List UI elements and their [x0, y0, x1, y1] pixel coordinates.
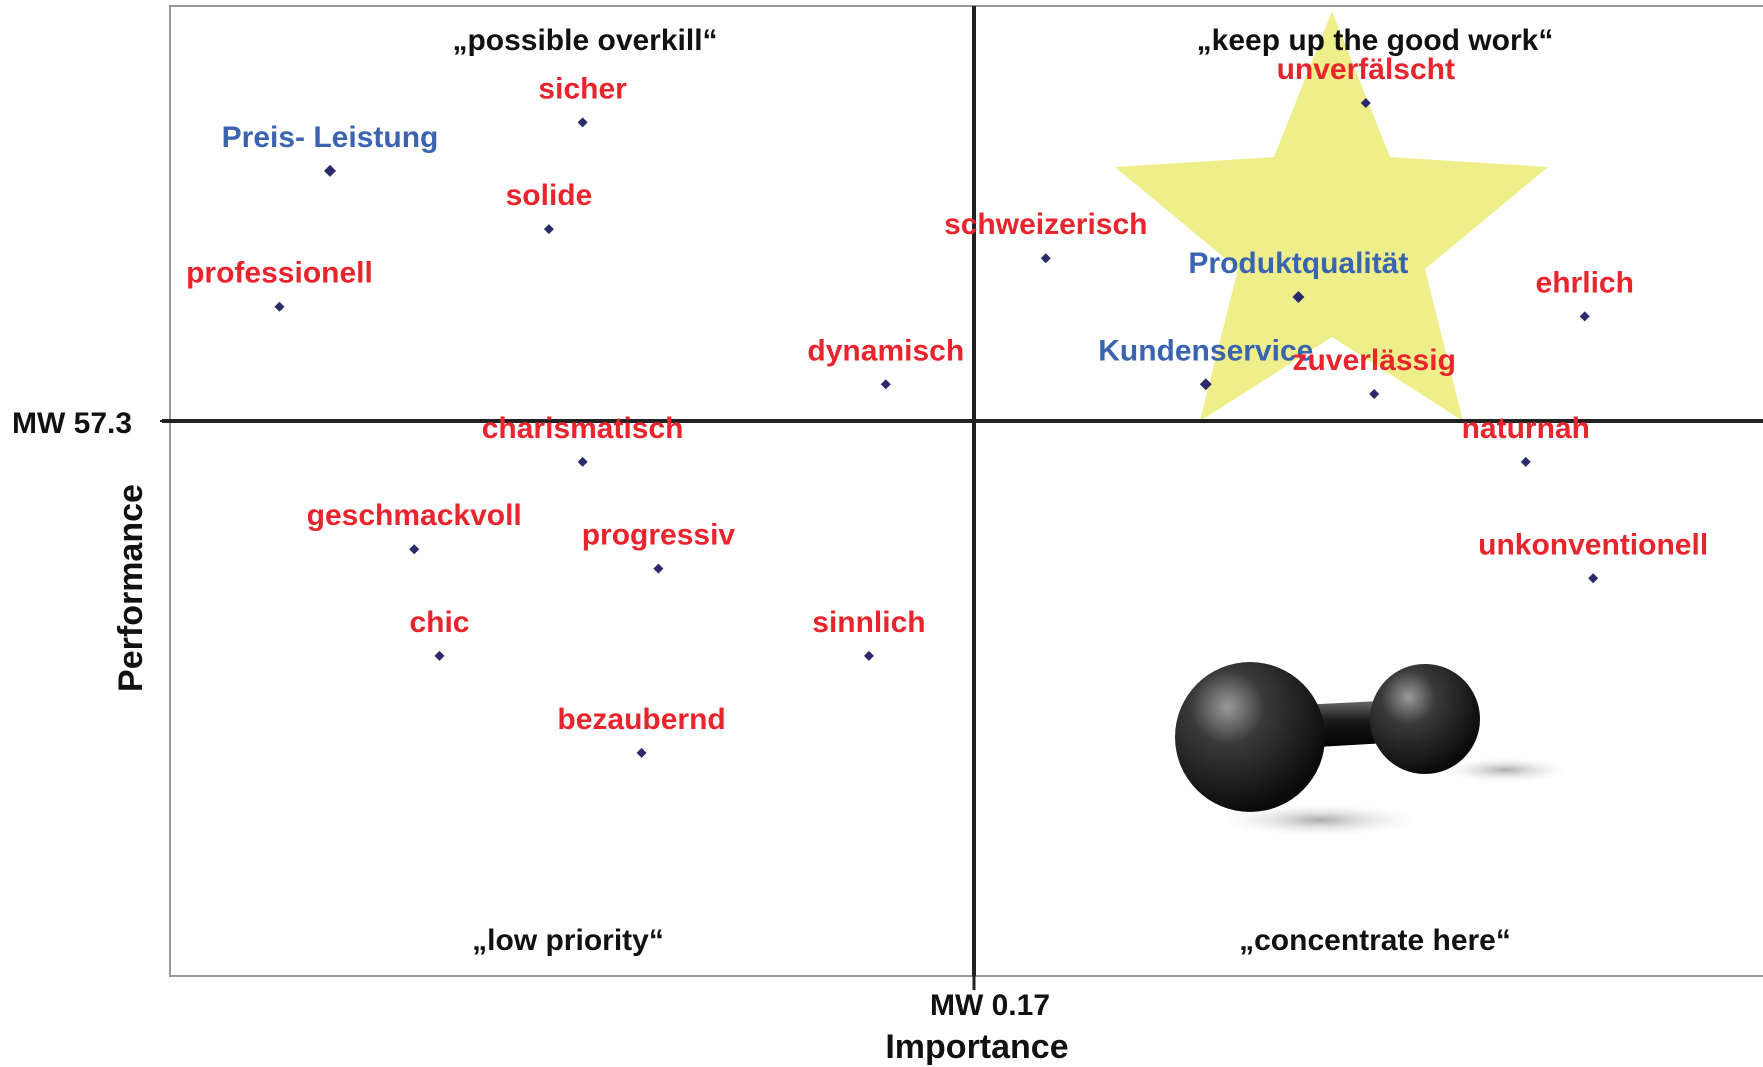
point-label-bezaubernd: bezaubernd	[557, 703, 725, 736]
dumbbell-icon	[1175, 662, 1575, 838]
x-axis-title: Importance	[885, 1028, 1068, 1066]
point-label-dynamisch: dynamisch	[807, 334, 964, 367]
point-label-preis-leistung: Preis- Leistung	[222, 121, 439, 154]
point-label-schweizerisch: schweizerisch	[944, 208, 1147, 241]
point-unverfalscht	[1360, 98, 1371, 108]
point-produktqualitat	[1292, 291, 1305, 303]
point-professionell	[274, 301, 285, 312]
point-ehrlich	[1579, 311, 1590, 322]
point-kundenservice	[1199, 378, 1212, 391]
point-label-sinnlich: sinnlich	[812, 606, 925, 639]
point-label-naturnah: naturnah	[1462, 412, 1590, 445]
point-geschmackvoll	[409, 544, 420, 555]
point-preis-leistung	[324, 164, 336, 177]
point-progressiv	[653, 563, 664, 574]
point-label-unverfalscht: unverfälscht	[1277, 53, 1455, 86]
quadrant-bottom-left-label: „low priority“	[472, 924, 664, 957]
point-label-produktqualitat: Produktqualität	[1188, 247, 1408, 280]
point-label-unkonventionell: unkonventionell	[1478, 528, 1708, 561]
point-label-chic: chic	[409, 606, 469, 639]
quadrant-bottom-right-label: „concentrate here“	[1239, 924, 1511, 957]
point-label-solide: solide	[506, 179, 593, 212]
point-naturnah	[1520, 456, 1531, 467]
point-label-geschmackvoll: geschmackvoll	[307, 499, 522, 532]
point-sicher	[577, 117, 588, 128]
point-schweizerisch	[1040, 253, 1051, 264]
star-icon	[1115, 11, 1548, 421]
point-label-charismatisch: charismatisch	[482, 412, 684, 445]
point-label-progressiv: progressiv	[582, 519, 736, 552]
point-bezaubernd	[636, 747, 647, 758]
point-solide	[543, 224, 554, 235]
point-label-professionell: professionell	[186, 257, 373, 290]
point-chic	[434, 650, 445, 661]
y-axis-title: Performance	[112, 484, 150, 692]
quadrant-top-left-label: „possible overkill“	[452, 24, 717, 57]
point-label-ehrlich: ehrlich	[1536, 266, 1634, 299]
y-reference-label: MW 57.3	[12, 407, 132, 440]
quadrant-top-right-label: „keep up the good work“	[1197, 24, 1554, 57]
point-zuverlassig	[1369, 389, 1380, 399]
point-charismatisch	[577, 456, 588, 467]
point-dynamisch	[880, 379, 891, 390]
point-label-kundenservice: Kundenservice	[1098, 334, 1313, 367]
point-sinnlich	[863, 650, 874, 661]
point-label-zuverlassig: zuverlässig	[1292, 344, 1455, 377]
point-label-sicher: sicher	[538, 72, 627, 105]
point-unkonventionell	[1588, 573, 1599, 584]
x-reference-label: MW 0.17	[930, 989, 1050, 1022]
